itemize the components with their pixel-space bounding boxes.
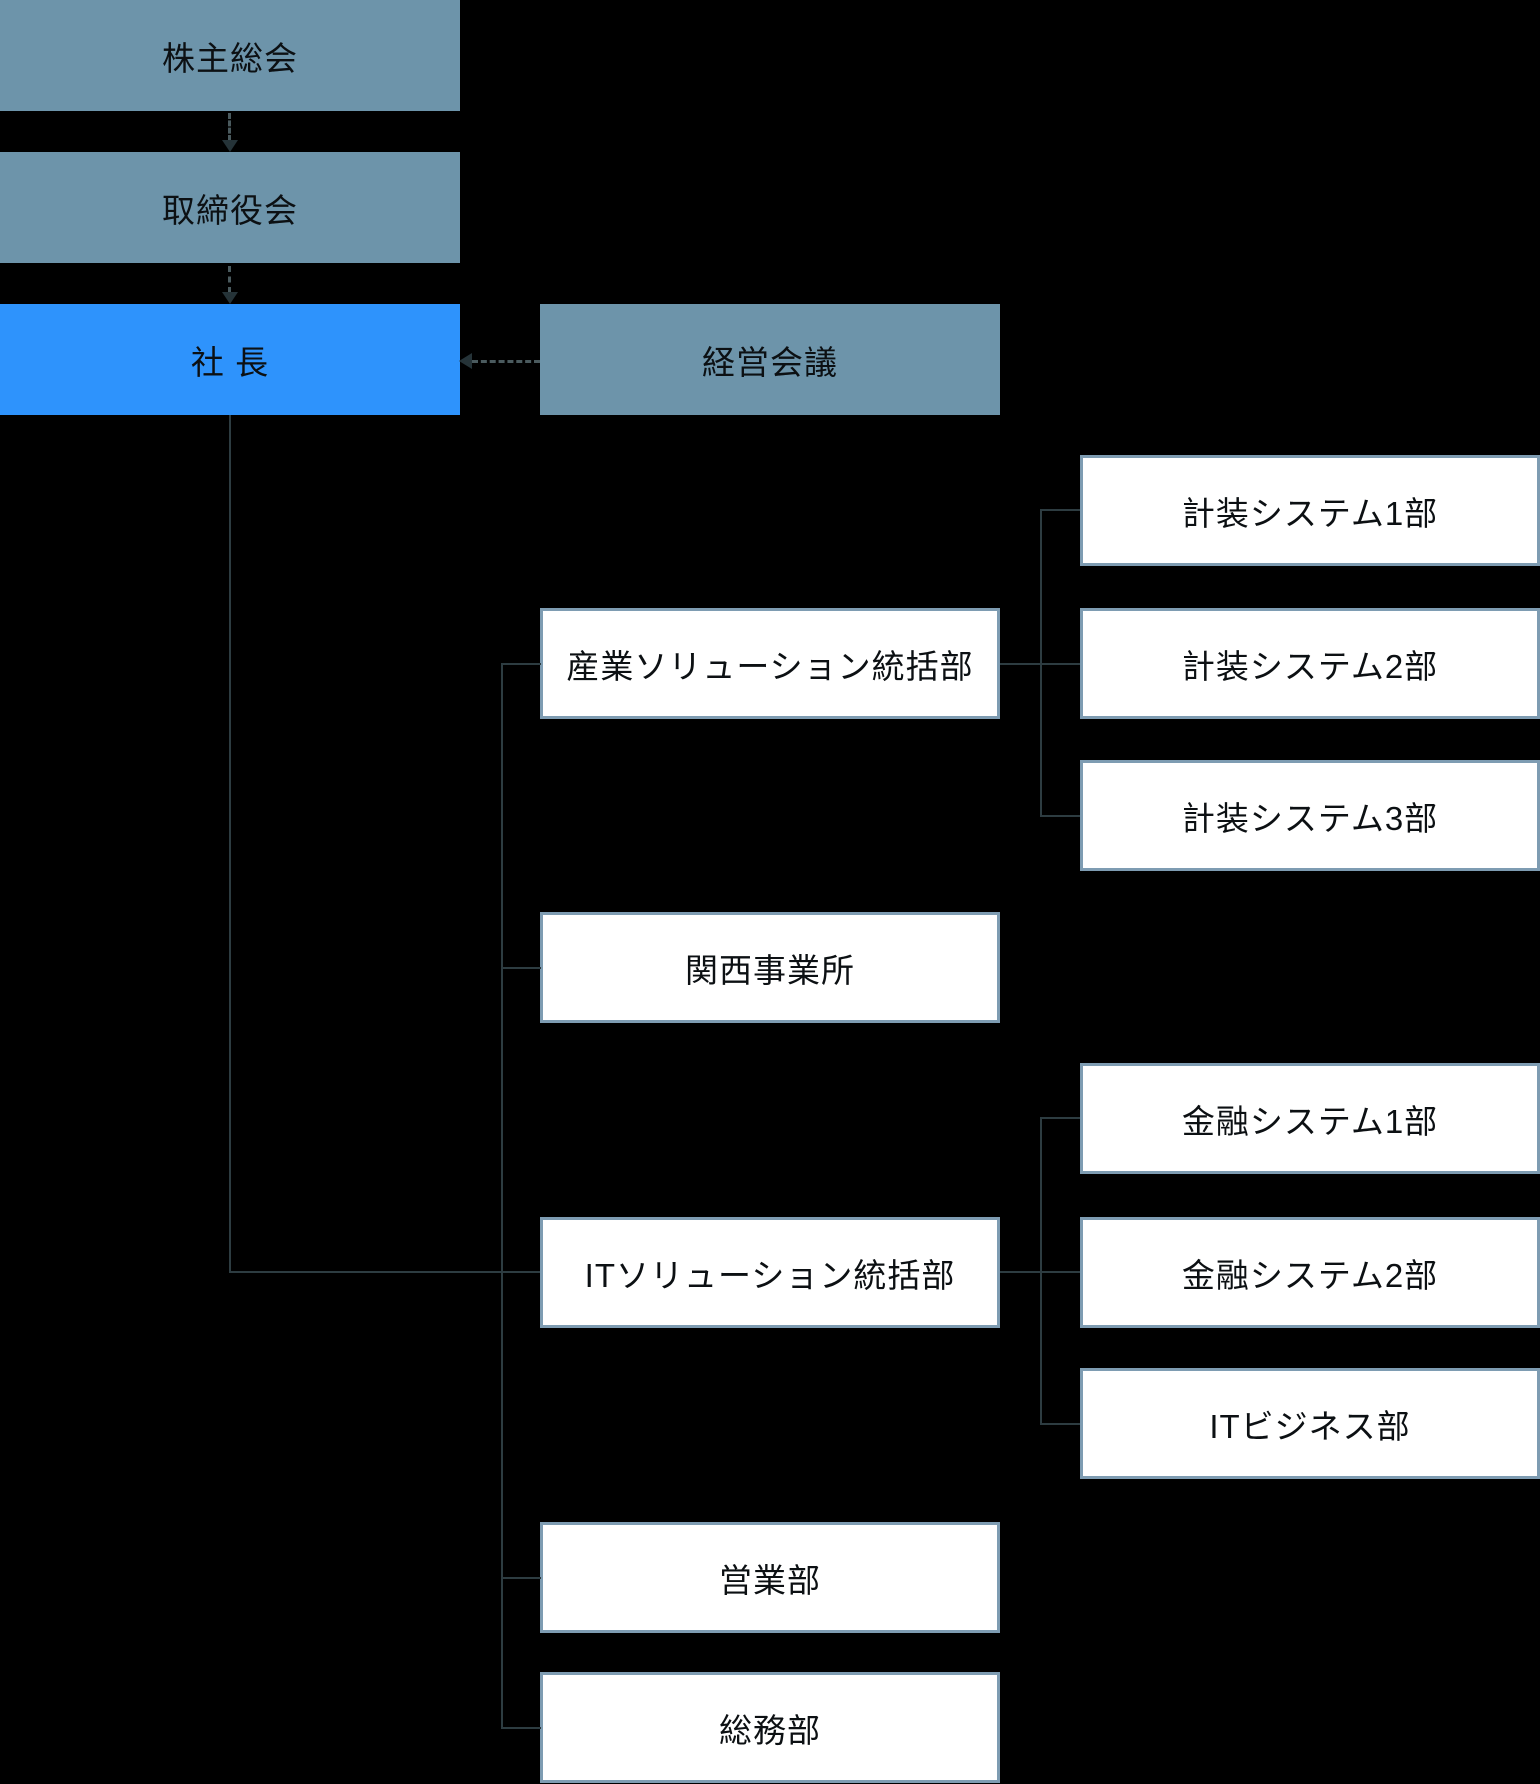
node-sales-department: 営業部 <box>540 1522 1000 1633</box>
connector-president-horizontal <box>229 1271 540 1273</box>
connector-management-president-dashed <box>472 360 540 363</box>
node-instrumentation-system-2: 計装システム2部 <box>1080 608 1540 719</box>
connector-shareholders-board-dashed <box>228 113 231 141</box>
connector-main-trunk <box>501 663 503 1729</box>
node-it-business-department: ITビジネス部 <box>1080 1368 1540 1479</box>
node-financial-system-1: 金融システム1部 <box>1080 1063 1540 1174</box>
connector-branch-industrial <box>501 663 541 665</box>
node-board-of-directors: 取締役会 <box>0 152 460 263</box>
arrow-down-icon <box>222 292 238 304</box>
connector-board-president-dashed <box>228 266 231 293</box>
connector-branch-general-affairs <box>501 1727 541 1729</box>
arrow-down-icon <box>222 140 238 152</box>
connector-branch-instrumentation-3 <box>1040 815 1080 817</box>
connector-branch-instrumentation-1 <box>1040 509 1080 511</box>
node-instrumentation-system-1: 計装システム1部 <box>1080 455 1540 566</box>
node-general-affairs-department: 総務部 <box>540 1672 1000 1783</box>
connector-branch-it-business <box>1040 1423 1080 1425</box>
node-financial-system-2: 金融システム2部 <box>1080 1217 1540 1328</box>
connector-branch-financial-1 <box>1040 1117 1080 1119</box>
connector-branch-kansai <box>501 967 541 969</box>
node-kansai-office: 関西事業所 <box>540 912 1000 1023</box>
node-it-solutions-division: ITソリューション統括部 <box>540 1217 1000 1328</box>
node-instrumentation-system-3: 計装システム3部 <box>1080 760 1540 871</box>
connector-financial-trunk <box>1040 1118 1042 1425</box>
connector-branch-sales <box>501 1577 541 1579</box>
node-industrial-solutions-division: 産業ソリューション統括部 <box>540 608 1000 719</box>
node-management-meeting: 経営会議 <box>540 304 1000 415</box>
node-president: 社 長 <box>0 304 460 415</box>
connector-instrumentation-trunk <box>1040 510 1042 817</box>
arrow-left-icon <box>459 353 472 369</box>
node-shareholders-meeting: 株主総会 <box>0 0 460 111</box>
connector-president-vertical <box>229 415 231 1272</box>
